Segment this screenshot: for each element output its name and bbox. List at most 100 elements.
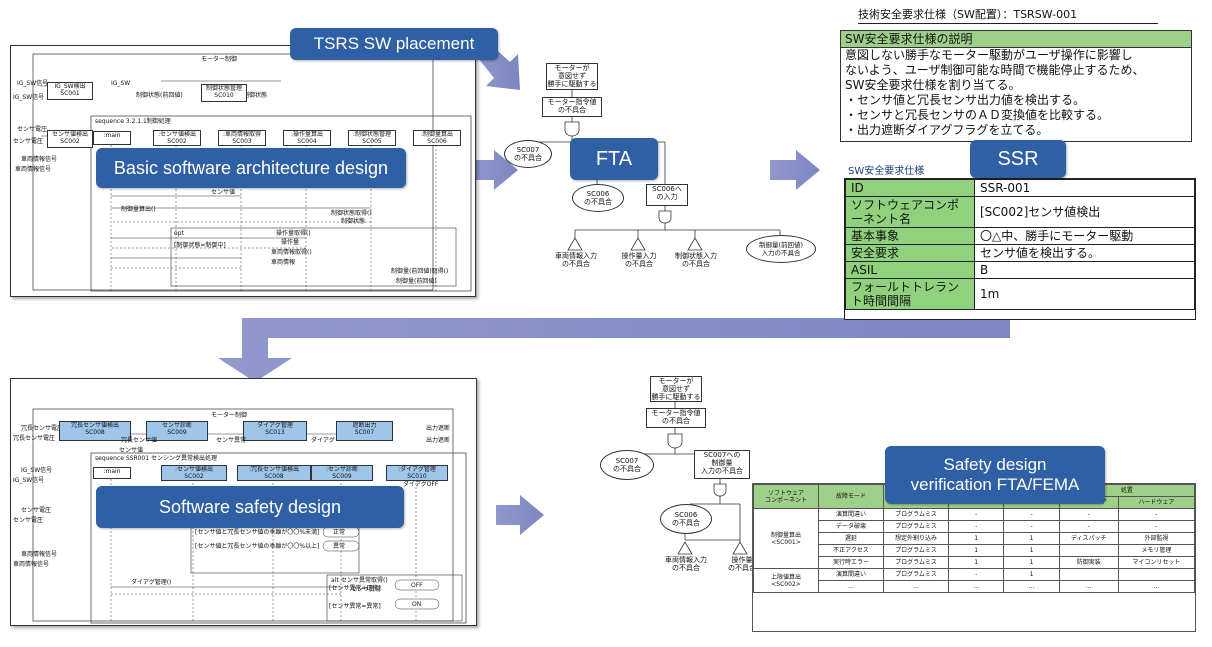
- fmea-cell: -: [1117, 508, 1195, 521]
- lifeline-head: :センサ値検出 SC002: [153, 130, 201, 146]
- alt-guard: [センサ異常=正常]: [329, 585, 381, 592]
- alt-result: ON: [412, 601, 422, 608]
- frame-title: モーター制御: [211, 412, 248, 419]
- basic-architecture-callout: Basic software architecture design: [96, 148, 406, 188]
- fmea-component: 制御量算出 <SC001>: [753, 508, 819, 569]
- table-row: ..................: [754, 580, 1195, 593]
- component-box: センサ値検出 SC002: [47, 130, 93, 148]
- fmea-cell: -: [947, 568, 1005, 581]
- fta-leaf: 制御状態入力 の不具合: [675, 252, 717, 268]
- message-label: ダイアグOFF: [403, 481, 439, 488]
- safety-design-callout: Software safety design: [96, 486, 404, 528]
- fta-leaf-oval: 制御量(前回値) 入力の不具合: [746, 235, 816, 263]
- message-label: 操作量取得(): [276, 230, 311, 237]
- component-box: ダイアグ管理 SC013: [243, 421, 307, 441]
- fmea-cell: ...: [947, 580, 1005, 593]
- alt-guard: [センサ異常=異常]: [329, 603, 381, 610]
- fta-top-event: モーターが 意図せず 勝手に駆動する: [546, 63, 598, 90]
- fmea-cell: [1058, 568, 1119, 581]
- ssr-value: 〇△中、勝手にモーター駆動: [974, 227, 1195, 245]
- verification-line: Safety design: [943, 455, 1047, 474]
- fta-top-event: モーターが 意図せず 勝手に駆動する: [650, 376, 702, 402]
- input-label: IG_SW信号: [17, 80, 49, 87]
- lifeline-head: :センサ値検出 SC002: [161, 465, 227, 481]
- fmea-cell: ...: [883, 580, 949, 593]
- input-label: センサ電圧: [13, 138, 44, 145]
- fmea-header: ソフトウェア コンポーネント: [753, 484, 819, 509]
- message-label: ダイアグ: [311, 437, 335, 444]
- ssr-key: ID: [845, 179, 975, 197]
- input-label: センサ電圧: [21, 507, 52, 514]
- ssr-value: SSR-001: [974, 179, 1195, 197]
- message-label: ダイアグ管理(): [131, 579, 172, 586]
- ssr-caption: SW安全要求仕様: [848, 166, 925, 177]
- tsrs-placement-callout: TSRS SW placement: [290, 28, 498, 60]
- fmea-header: ハードウェア: [1117, 496, 1195, 509]
- ssr-callout: SSR: [970, 140, 1066, 178]
- fmea-cell: 不正アクセス: [818, 544, 884, 557]
- lifeline-head: :センサ診断 SC009: [311, 465, 373, 481]
- fmea-cell: プログラムミス: [883, 544, 949, 557]
- lifeline-head: :ダイアグ管理 SC010: [386, 465, 448, 481]
- spec-line: ・センサ値と冗長センサ出力値を検出する。: [845, 93, 1086, 107]
- verification-callout: Safety design verification FTA/FEMA: [885, 446, 1105, 504]
- input-label: IG_SW信号: [21, 467, 53, 474]
- fmea-cell: プログラムミス: [883, 520, 949, 533]
- fta-leaf: 車両情報入力 の不具合: [665, 556, 707, 572]
- input-label: 冗長センサ電圧: [13, 435, 56, 442]
- fta-sc006-input: SC007への 制御量 入力の不具合: [694, 450, 750, 479]
- fmea-cell: メモリ管理: [1117, 544, 1195, 557]
- fta-callout: FTA: [570, 138, 658, 180]
- input-label: 車両情報信号: [13, 561, 50, 568]
- fmea-cell: -: [947, 508, 1005, 521]
- message-label: センサ異常: [216, 437, 247, 444]
- fta-top-diagram: モーターが 意図せず 勝手に駆動する モーター指令値 の不具合 SC007 の不…: [500, 60, 820, 270]
- fta-cmd-event: モーター指令値 の不具合: [542, 97, 602, 117]
- fmea-cell: 外部監視: [1117, 532, 1195, 545]
- table-row: 上限値算出 <SC002> 演算間違いプログラムミス-1: [753, 568, 1195, 593]
- message-label: 制御状態: [341, 218, 366, 225]
- result-label: 正常: [333, 529, 346, 536]
- ssr-row: ソフトウェアコンポーネント名[SC002]センサ値検出: [845, 196, 1195, 228]
- component-box: 冗長センサ値検出 SC008: [59, 421, 131, 441]
- message-label: 制御状態取得(): [331, 210, 372, 217]
- extra-label: IG_SW: [111, 80, 131, 87]
- fta-leaf: 車両情報入力 の不具合: [555, 252, 597, 268]
- spec-line: 意図しない勝手なモーター駆動がユーザ操作に影響し: [845, 48, 1133, 62]
- fmea-cell: 1: [1003, 544, 1060, 557]
- spec-line: ないよう、ユーザ制御可能な時間で機能停止するため、: [845, 63, 1145, 77]
- component-box: IG_SW検出 SC001: [47, 82, 93, 100]
- sequence-label: sequence 3.2.1.1制御処理: [95, 118, 171, 125]
- input-label: センサ電圧: [17, 126, 48, 133]
- fmea-cell: 実行時エラー: [818, 556, 884, 569]
- input-label: 車両情報信号: [15, 166, 52, 173]
- fmea-cell: [1058, 544, 1119, 557]
- fmea-cell: 1: [1003, 568, 1060, 581]
- component-box: センサ診断 SC009: [146, 421, 208, 441]
- message-label: センサ異常: [351, 586, 382, 593]
- fta-cmd-event: モーター指令値 の不具合: [646, 408, 706, 428]
- fmea-cell: 1: [1003, 556, 1060, 569]
- fta-sc006: SC006 の不具合: [572, 184, 624, 212]
- lifeline-head: :操作量算出 SC004: [283, 130, 331, 146]
- ssr-key: 安全要求: [845, 244, 975, 262]
- ssr-value: センサ値を検出する。: [974, 244, 1195, 262]
- lifeline-head: :main: [93, 467, 131, 479]
- input-label: 冗長センサ電圧: [21, 425, 64, 432]
- ssr-value: [SC002]センサ値検出: [974, 196, 1195, 228]
- fta-sc006: SC006 の不具合: [660, 504, 712, 534]
- extra-label: 制御状態(前回値): [136, 92, 183, 99]
- input-label: センサ電圧: [13, 517, 44, 524]
- ssr-value: B: [974, 261, 1195, 279]
- fmea-cell: 防御実装: [1058, 556, 1119, 569]
- extra-label: 制御状態: [243, 92, 268, 99]
- fmea-cell: 想定外割り込み: [883, 532, 949, 545]
- fmea-cell: ...: [1117, 580, 1195, 593]
- fmea-table-wrap: ソフトウェア コンポーネント 故障モード 処置 SC002 SC003 ソフトウ…: [752, 483, 1196, 632]
